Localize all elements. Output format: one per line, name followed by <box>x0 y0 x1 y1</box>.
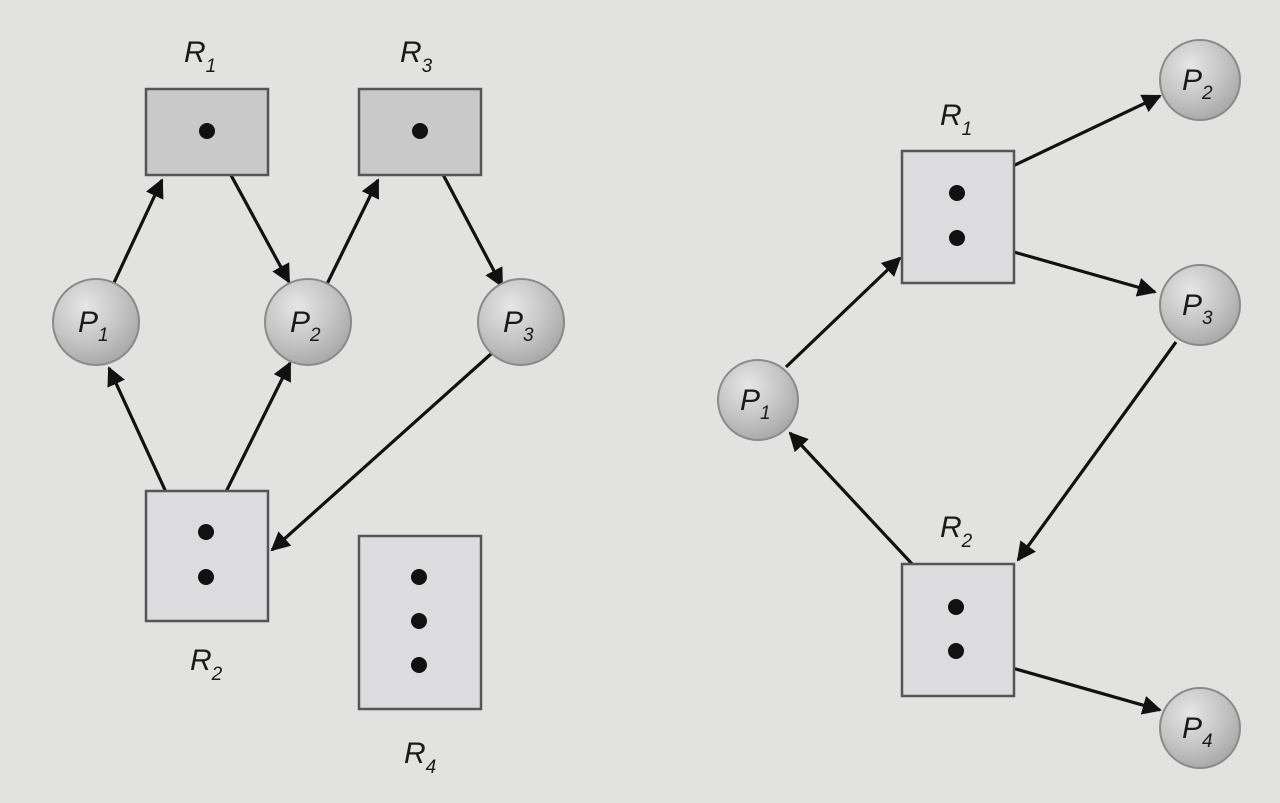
graph-right: R1 R2 P1 P2 P3 P4 <box>717 39 1241 769</box>
instance-dot <box>948 643 964 659</box>
resource-r4: R4 <box>357 534 483 778</box>
resource-r1: R1 <box>144 36 270 177</box>
process-p3: P3 <box>1159 264 1241 346</box>
resource-r1-label: R1 <box>940 99 972 140</box>
edge-p3-r2 <box>1016 341 1178 562</box>
resource-r4-label: R4 <box>404 737 436 778</box>
instance-dot <box>949 185 965 201</box>
process-p1-label: P1 <box>78 306 109 346</box>
instance-dot <box>198 569 214 585</box>
instance-dot <box>948 599 964 615</box>
edge-p1-r1 <box>110 178 164 288</box>
resource-r2-label: R2 <box>940 511 973 552</box>
resource-r1-label: R1 <box>184 36 216 77</box>
resource-r1: R1 <box>900 99 1016 285</box>
edge-p2-r3 <box>325 178 380 285</box>
instance-dot <box>411 613 427 629</box>
instance-dot <box>949 230 965 246</box>
instance-dot <box>411 657 427 673</box>
resource-r3: R3 <box>357 36 483 177</box>
instance-dot <box>412 123 428 139</box>
resource-r2: R2 <box>144 489 270 685</box>
instance-dot <box>411 569 427 585</box>
process-p2: P2 <box>1159 39 1241 121</box>
resource-r2: R2 <box>900 511 1016 698</box>
edge-p3-r2 <box>270 351 494 552</box>
instance-dot <box>199 123 215 139</box>
process-p2-label: P2 <box>290 306 321 346</box>
process-p1-label: P1 <box>740 384 771 424</box>
process-p3-label: P3 <box>1182 289 1213 329</box>
process-p4-label: P4 <box>1182 712 1213 752</box>
resource-r2-label: R2 <box>190 644 223 685</box>
process-p1: P1 <box>717 359 799 441</box>
process-p1: P1 <box>52 278 140 366</box>
process-p2-label: P2 <box>1182 64 1213 104</box>
resource-r3-label: R3 <box>400 36 433 77</box>
process-p3: P3 <box>477 278 565 366</box>
instance-dot <box>198 524 214 540</box>
graph-left: R1 R3 R2 R4 P1 P2 <box>52 36 565 778</box>
process-p4: P4 <box>1159 687 1241 769</box>
edge-p1-r1 <box>784 256 902 369</box>
process-p2: P2 <box>264 278 352 366</box>
process-p3-label: P3 <box>503 306 534 346</box>
